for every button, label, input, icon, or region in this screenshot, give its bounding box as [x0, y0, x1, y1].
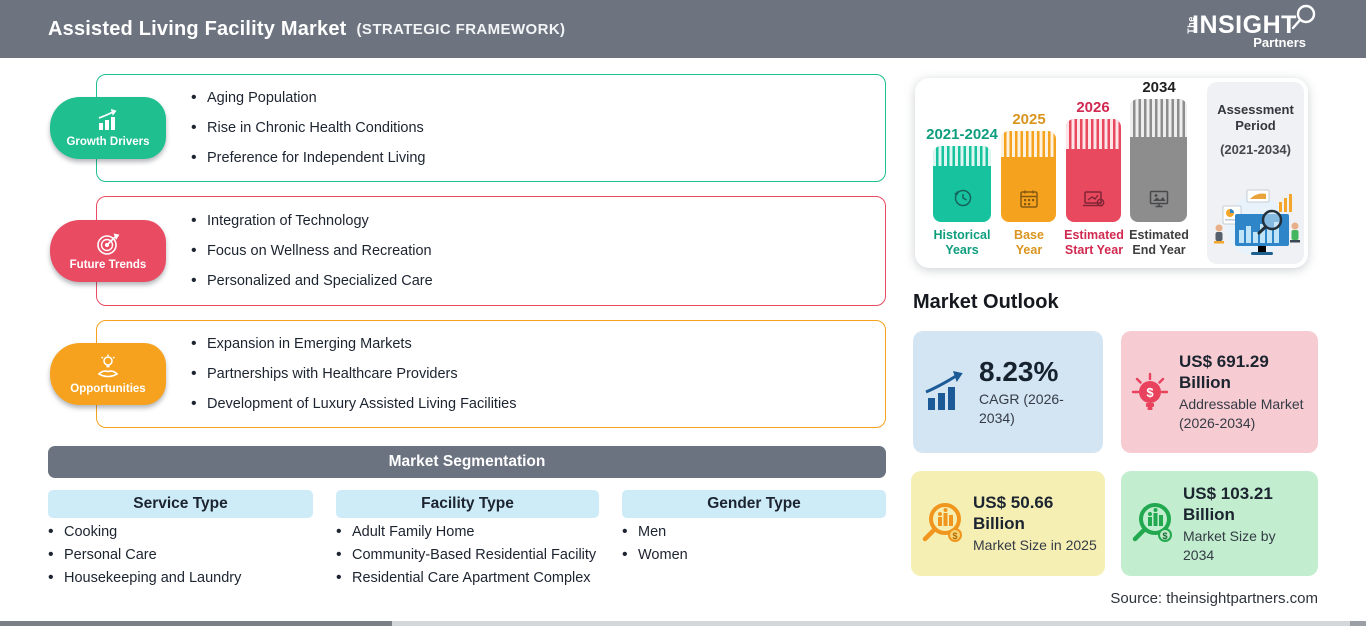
page-title: Assisted Living Facility Market: [48, 17, 347, 40]
bulb-dollar-icon: $: [1131, 372, 1169, 410]
list-item: Personal Care: [48, 546, 241, 564]
logo-partners: Partners: [1253, 35, 1306, 50]
list-item: Preference for Independent Living: [191, 149, 885, 167]
column-header-label: Gender Type: [707, 495, 801, 512]
assessment-period-panel: Assessment Period (2021-2034): [1207, 82, 1304, 264]
gender-type-list: Men Women: [622, 523, 688, 564]
list-item: Aging Population: [191, 89, 885, 107]
assessment-period-range: (2021-2034): [1220, 142, 1291, 157]
bar-stripes: [1001, 131, 1056, 157]
scrollbar-corner: [1350, 621, 1366, 626]
column-header-label: Facility Type: [421, 495, 514, 512]
market-outlook-title: Market Outlook: [913, 291, 1059, 313]
growth-drivers-badge: Growth Drivers: [50, 97, 166, 159]
market-size-2025-value: US$ 50.66 Billion: [973, 493, 1054, 533]
bar-year-label: 2025: [1012, 111, 1046, 128]
opportunities-panel: Expansion in Emerging Markets Partnershi…: [96, 320, 886, 428]
timeline-chart-card: 2021-2024 Historical Years 2025: [915, 78, 1308, 268]
list-item: Residential Care Apartment Complex: [336, 569, 596, 587]
cagr-value: 8.23%: [979, 355, 1059, 387]
facility-type-header: Facility Type: [336, 490, 599, 518]
bar-caption: Base Year: [1014, 228, 1044, 257]
bar: [1066, 119, 1121, 222]
bar-chart-arrow-icon: [98, 108, 117, 130]
bulb-hand-icon: [98, 354, 118, 377]
svg-text:$: $: [1146, 385, 1154, 400]
horizontal-scrollbar[interactable]: [0, 621, 1366, 626]
market-size-2025-label: Market Size in 2025: [973, 537, 1097, 553]
bar-caption: Estimated Start Year: [1064, 228, 1124, 257]
opportunities-label: Opportunities: [70, 382, 146, 395]
list-item: Rise in Chronic Health Conditions: [191, 119, 885, 137]
assessment-period-title: Assessment Period: [1217, 102, 1294, 133]
future-trends-label: Future Trends: [69, 258, 147, 271]
gender-type-header: Gender Type: [622, 490, 886, 518]
addressable-market-card: $ US$ 691.29 Billion Addressable Market …: [1121, 331, 1318, 453]
addressable-market-label: Addressable Market (2026-2034): [1179, 396, 1304, 431]
market-size-2034-value: US$ 103.21 Billion: [1183, 483, 1273, 524]
page-subtitle: (STRATEGIC FRAMEWORK): [356, 20, 566, 38]
addressable-market-value: US$ 691.29 Billion: [1179, 352, 1269, 392]
list-item: Adult Family Home: [336, 523, 596, 541]
bar-stripes: [1066, 119, 1121, 149]
future-trends-panel: Integration of Technology Focus on Welln…: [96, 196, 886, 306]
svg-text:$: $: [1162, 531, 1167, 541]
list-item: Expansion in Emerging Markets: [191, 335, 885, 353]
bar-stripes: [1130, 99, 1187, 137]
estimate-chart-icon: [1082, 191, 1104, 207]
list-item: Housekeeping and Laundry: [48, 569, 241, 587]
market-size-2034-card: $ US$ 103.21 Billion Market Size by 2034: [1121, 471, 1318, 576]
growth-drivers-label: Growth Drivers: [66, 135, 150, 148]
list-item: Partnerships with Healthcare Providers: [191, 365, 885, 383]
bar-stripes: [933, 146, 991, 166]
analytics-illustration: [1214, 189, 1300, 256]
monitor-image-icon: [1149, 190, 1168, 208]
list-item: Cooking: [48, 523, 241, 541]
bar: [1001, 131, 1056, 222]
calendar-icon: [1019, 190, 1038, 208]
bar-year-label: 2021-2024: [926, 126, 998, 143]
list-item: Personalized and Specialized Care: [191, 272, 885, 290]
opportunities-badge: Opportunities: [50, 343, 166, 405]
bar-caption: Estimated End Year: [1129, 228, 1189, 257]
service-type-header: Service Type: [48, 490, 313, 518]
list-item: Women: [622, 546, 688, 564]
svg-text:$: $: [952, 531, 957, 541]
bar-year-label: 2026: [1076, 99, 1110, 116]
source-attribution: Source: theinsightpartners.com: [1110, 590, 1318, 607]
insight-partners-logo: The INSIGHT Partners: [1184, 4, 1316, 53]
logo-insight: INSIGHT: [1192, 11, 1297, 39]
list-item: Integration of Technology: [191, 212, 885, 230]
market-size-2025-card: $ US$ 50.66 Billion Market Size in 2025: [911, 471, 1105, 576]
bar-caption: Historical Years: [933, 228, 991, 257]
cagr-card: 8.23% CAGR (2026-2034): [913, 331, 1103, 453]
bar: [933, 146, 991, 222]
history-clock-icon: [954, 189, 972, 207]
bar: [1130, 99, 1187, 222]
market-segmentation-bar: Market Segmentation: [48, 446, 886, 478]
list-item: Men: [622, 523, 688, 541]
service-type-list: Cooking Personal Care Housekeeping and L…: [48, 523, 241, 587]
scrollbar-thumb[interactable]: [0, 621, 392, 626]
facility-type-list: Adult Family Home Community-Based Reside…: [336, 523, 596, 587]
list-item: Community-Based Residential Facility: [336, 546, 596, 564]
segmentation-title: Market Segmentation: [388, 453, 546, 470]
market-size-2034-label: Market Size by 2034: [1183, 527, 1276, 563]
magnifier-money-icon: $: [922, 502, 962, 542]
cagr-label: CAGR (2026-2034): [979, 390, 1064, 426]
magnifier-money-icon: $: [1132, 502, 1172, 542]
magnifier-icon: [1291, 4, 1316, 30]
future-trends-badge: Future Trends: [50, 220, 166, 282]
list-item: Focus on Wellness and Recreation: [191, 242, 885, 260]
bar-year-label: 2034: [1142, 79, 1176, 96]
target-icon: [97, 232, 120, 255]
header-bar: Assisted Living Facility Market (STRATEG…: [0, 0, 1366, 58]
growth-chart-icon: [925, 371, 963, 410]
column-header-label: Service Type: [133, 495, 228, 512]
growth-drivers-panel: Aging Population Rise in Chronic Health …: [96, 74, 886, 182]
list-item: Development of Luxury Assisted Living Fa…: [191, 395, 885, 413]
